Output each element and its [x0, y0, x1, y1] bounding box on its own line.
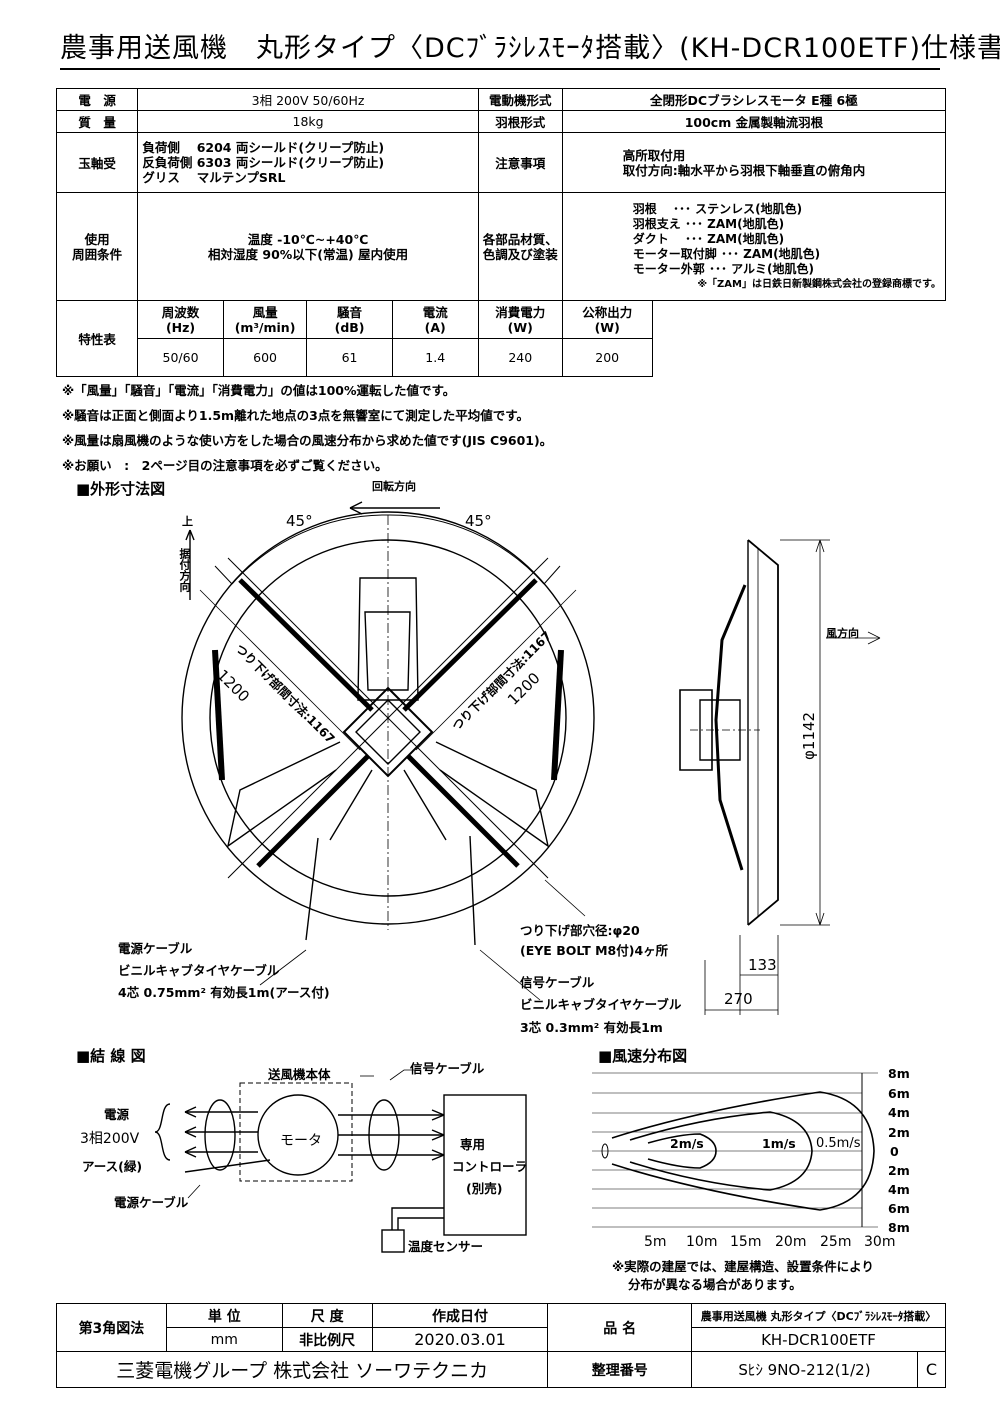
bearing-label: 玉軸受: [55, 132, 139, 193]
y-tick: 2m: [888, 1125, 910, 1140]
eyebolt-line-2: (EYE BOLT M8付)4ヶ所: [520, 943, 669, 958]
unit-label: 単 位: [165, 1303, 283, 1328]
y-tick: 4m: [888, 1182, 910, 1197]
outline-heading: ■外形寸法図: [76, 480, 166, 498]
char-header: 消費電力(W): [477, 300, 563, 339]
title-block: 第3角図法 単 位 尺 度 作成日付 品 名 農事用送風機 丸形タイプ〈DCﾌﾞ…: [55, 1303, 947, 1388]
motor-type-label: 電動機形式: [477, 88, 563, 111]
dim-133: 133: [748, 956, 777, 974]
signal-cable-line-1: 信号ケーブル: [520, 975, 595, 990]
x-tick: 30m: [864, 1234, 896, 1250]
power-cable-line-1: 電源ケーブル: [118, 941, 193, 956]
char-value: 600: [222, 338, 308, 377]
power-value: 3相 200V 50/60Hz: [137, 88, 479, 111]
char-header: 周波数(Hz): [137, 300, 224, 339]
char-value: 1.4: [391, 338, 479, 377]
y-tick: 0: [890, 1144, 899, 1159]
speed-05-label: 0.5m/s: [816, 1136, 861, 1151]
scale-value: 非比例尺: [281, 1327, 373, 1352]
signal-label: 信号ケーブル: [410, 1061, 485, 1076]
signal-cable-line-3: 3芯 0.3mm² 有効長1m: [520, 1020, 663, 1035]
power-cable-line-3: 4芯 0.75mm² 有効長1m(アース付): [118, 985, 330, 1000]
char-label: 特性表: [55, 300, 139, 377]
x-tick: 25m: [820, 1234, 852, 1250]
power-spec-label: 3相200V: [80, 1131, 140, 1147]
date-value: 2020.03.01: [371, 1327, 549, 1352]
power-label: 電源: [104, 1107, 130, 1122]
notes: ※「風量」「騒音」「電流」「消費電力」の値は100%運転した値です。 ※騒音は正…: [62, 378, 552, 478]
x-tick: 10m: [686, 1234, 718, 1250]
eyebolt-line-1: つり下げ部穴径:φ20: [520, 923, 640, 938]
motor-label: モータ: [280, 1133, 322, 1149]
dim-270: 270: [724, 990, 753, 1008]
controller-line-2: コントローラ: [452, 1159, 528, 1174]
note-line: ※「風量」「騒音」「電流」「消費電力」の値は100%運転した値です。: [62, 383, 456, 398]
char-header: 公称出力(W): [561, 300, 653, 339]
scale-label: 尺 度: [281, 1303, 373, 1328]
signal-cable-line-2: ビニルキャブタイヤケーブル: [520, 997, 682, 1012]
wind-note-2: 分布が異なる場合があります。: [628, 1277, 802, 1292]
wiring-heading: ■結 線 図: [76, 1047, 146, 1065]
angle-right-label: 45°: [465, 512, 492, 530]
y-tick: 8m: [888, 1066, 910, 1081]
page-title: 農事用送風機 丸形タイプ〈DCﾌﾞﾗｼﾚｽﾓｰﾀ搭載〉(KH-DCR100ETF…: [60, 28, 1000, 70]
usage-label: 使用 周囲条件: [55, 192, 139, 301]
char-value: 240: [477, 338, 563, 377]
mass-label: 質 量: [55, 110, 139, 133]
power-cable-label: 電源ケーブル: [114, 1195, 189, 1210]
mount-dir-label: 据付方向: [178, 548, 191, 592]
y-tick: 8m: [888, 1220, 910, 1235]
rotation-label: 回転方向: [372, 480, 416, 493]
unit-value: mm: [165, 1327, 283, 1352]
wind-heading: ■風速分布図: [598, 1047, 688, 1065]
bearing-value: 負荷側 6204 両シールド(クリープ防止) 反負荷側 6303 両シールド(ク…: [137, 132, 479, 193]
char-value: 200: [561, 338, 653, 377]
speed-2-label: 2m/s: [670, 1136, 704, 1151]
body-label: 送風機本体: [268, 1067, 331, 1082]
name-label: 品 名: [547, 1303, 692, 1352]
name-value-1: 農事用送風機 丸形タイプ〈DCﾌﾞﾗｼﾚｽﾓｰﾀ搭載〉: [691, 1303, 946, 1328]
x-tick: 5m: [644, 1234, 667, 1250]
char-header: 騒音(dB): [306, 300, 393, 339]
controller-line-1: 専用: [460, 1137, 486, 1152]
caution-value: 高所取付用 取付方向:軸水平から羽根下軸垂直の俯角内: [561, 132, 947, 193]
char-value: 50/60: [137, 338, 224, 377]
material-value: 羽根 ･･･ ステンレス(地肌色) 羽根支え ･･･ ZAM(地肌色) ダクト …: [561, 192, 947, 301]
up-label: 上: [182, 515, 193, 528]
wind-note-1: ※実際の建屋では、建屋構造、設置条件により: [612, 1259, 874, 1274]
earth-label: アース(緑): [82, 1159, 143, 1174]
projection: 第3角図法: [56, 1303, 167, 1352]
spec-table: 電 源 3相 200V 50/60Hz 電動機形式 全閉形DCブラシレスモータ …: [55, 88, 947, 377]
power-label: 電 源: [55, 88, 139, 111]
sensor-label: 温度センサー: [408, 1239, 484, 1254]
date-label: 作成日付: [371, 1303, 549, 1328]
y-tick: 2m: [888, 1163, 910, 1178]
ref-label: 整理番号: [547, 1351, 692, 1388]
char-value: 61: [306, 338, 393, 377]
company: 三菱電機グループ 株式会社 ソーワテクニカ: [55, 1351, 549, 1388]
controller-line-3: (別売): [466, 1181, 503, 1196]
name-value-2: KH-DCR100ETF: [691, 1327, 946, 1352]
y-tick: 4m: [888, 1105, 910, 1120]
y-tick: 6m: [888, 1201, 910, 1216]
caution-label: 注意事項: [477, 132, 563, 193]
angle-left-label: 45°: [286, 512, 313, 530]
material-label: 各部品材質、 色調及び塗装: [477, 192, 563, 301]
note-line: ※騒音は正面と側面より1.5m離れた地点の3点を無響室にて測定した平均値です。: [62, 408, 530, 423]
wind-dir-label: 風方向: [826, 627, 859, 640]
note-line: ※お願い : 2ページ目の注意事項を必ずご覧ください。: [62, 458, 388, 473]
ref-value: Sﾋｼ 9NO-212(1/2): [691, 1351, 918, 1388]
note-line: ※風量は扇風機のような使い方をした場合の風速分布から求めた値です(JIS C96…: [62, 433, 553, 448]
power-cable-line-2: ビニルキャブタイヤケーブル: [118, 963, 280, 978]
speed-1-label: 1m/s: [762, 1136, 796, 1151]
revision: C: [916, 1351, 947, 1388]
x-tick: 20m: [775, 1234, 807, 1250]
x-tick: 15m: [730, 1234, 762, 1250]
usage-value: 温度 -10℃~+40℃ 相対湿度 90%以下(常温) 屋内使用: [137, 192, 479, 301]
y-tick: 6m: [888, 1086, 910, 1101]
